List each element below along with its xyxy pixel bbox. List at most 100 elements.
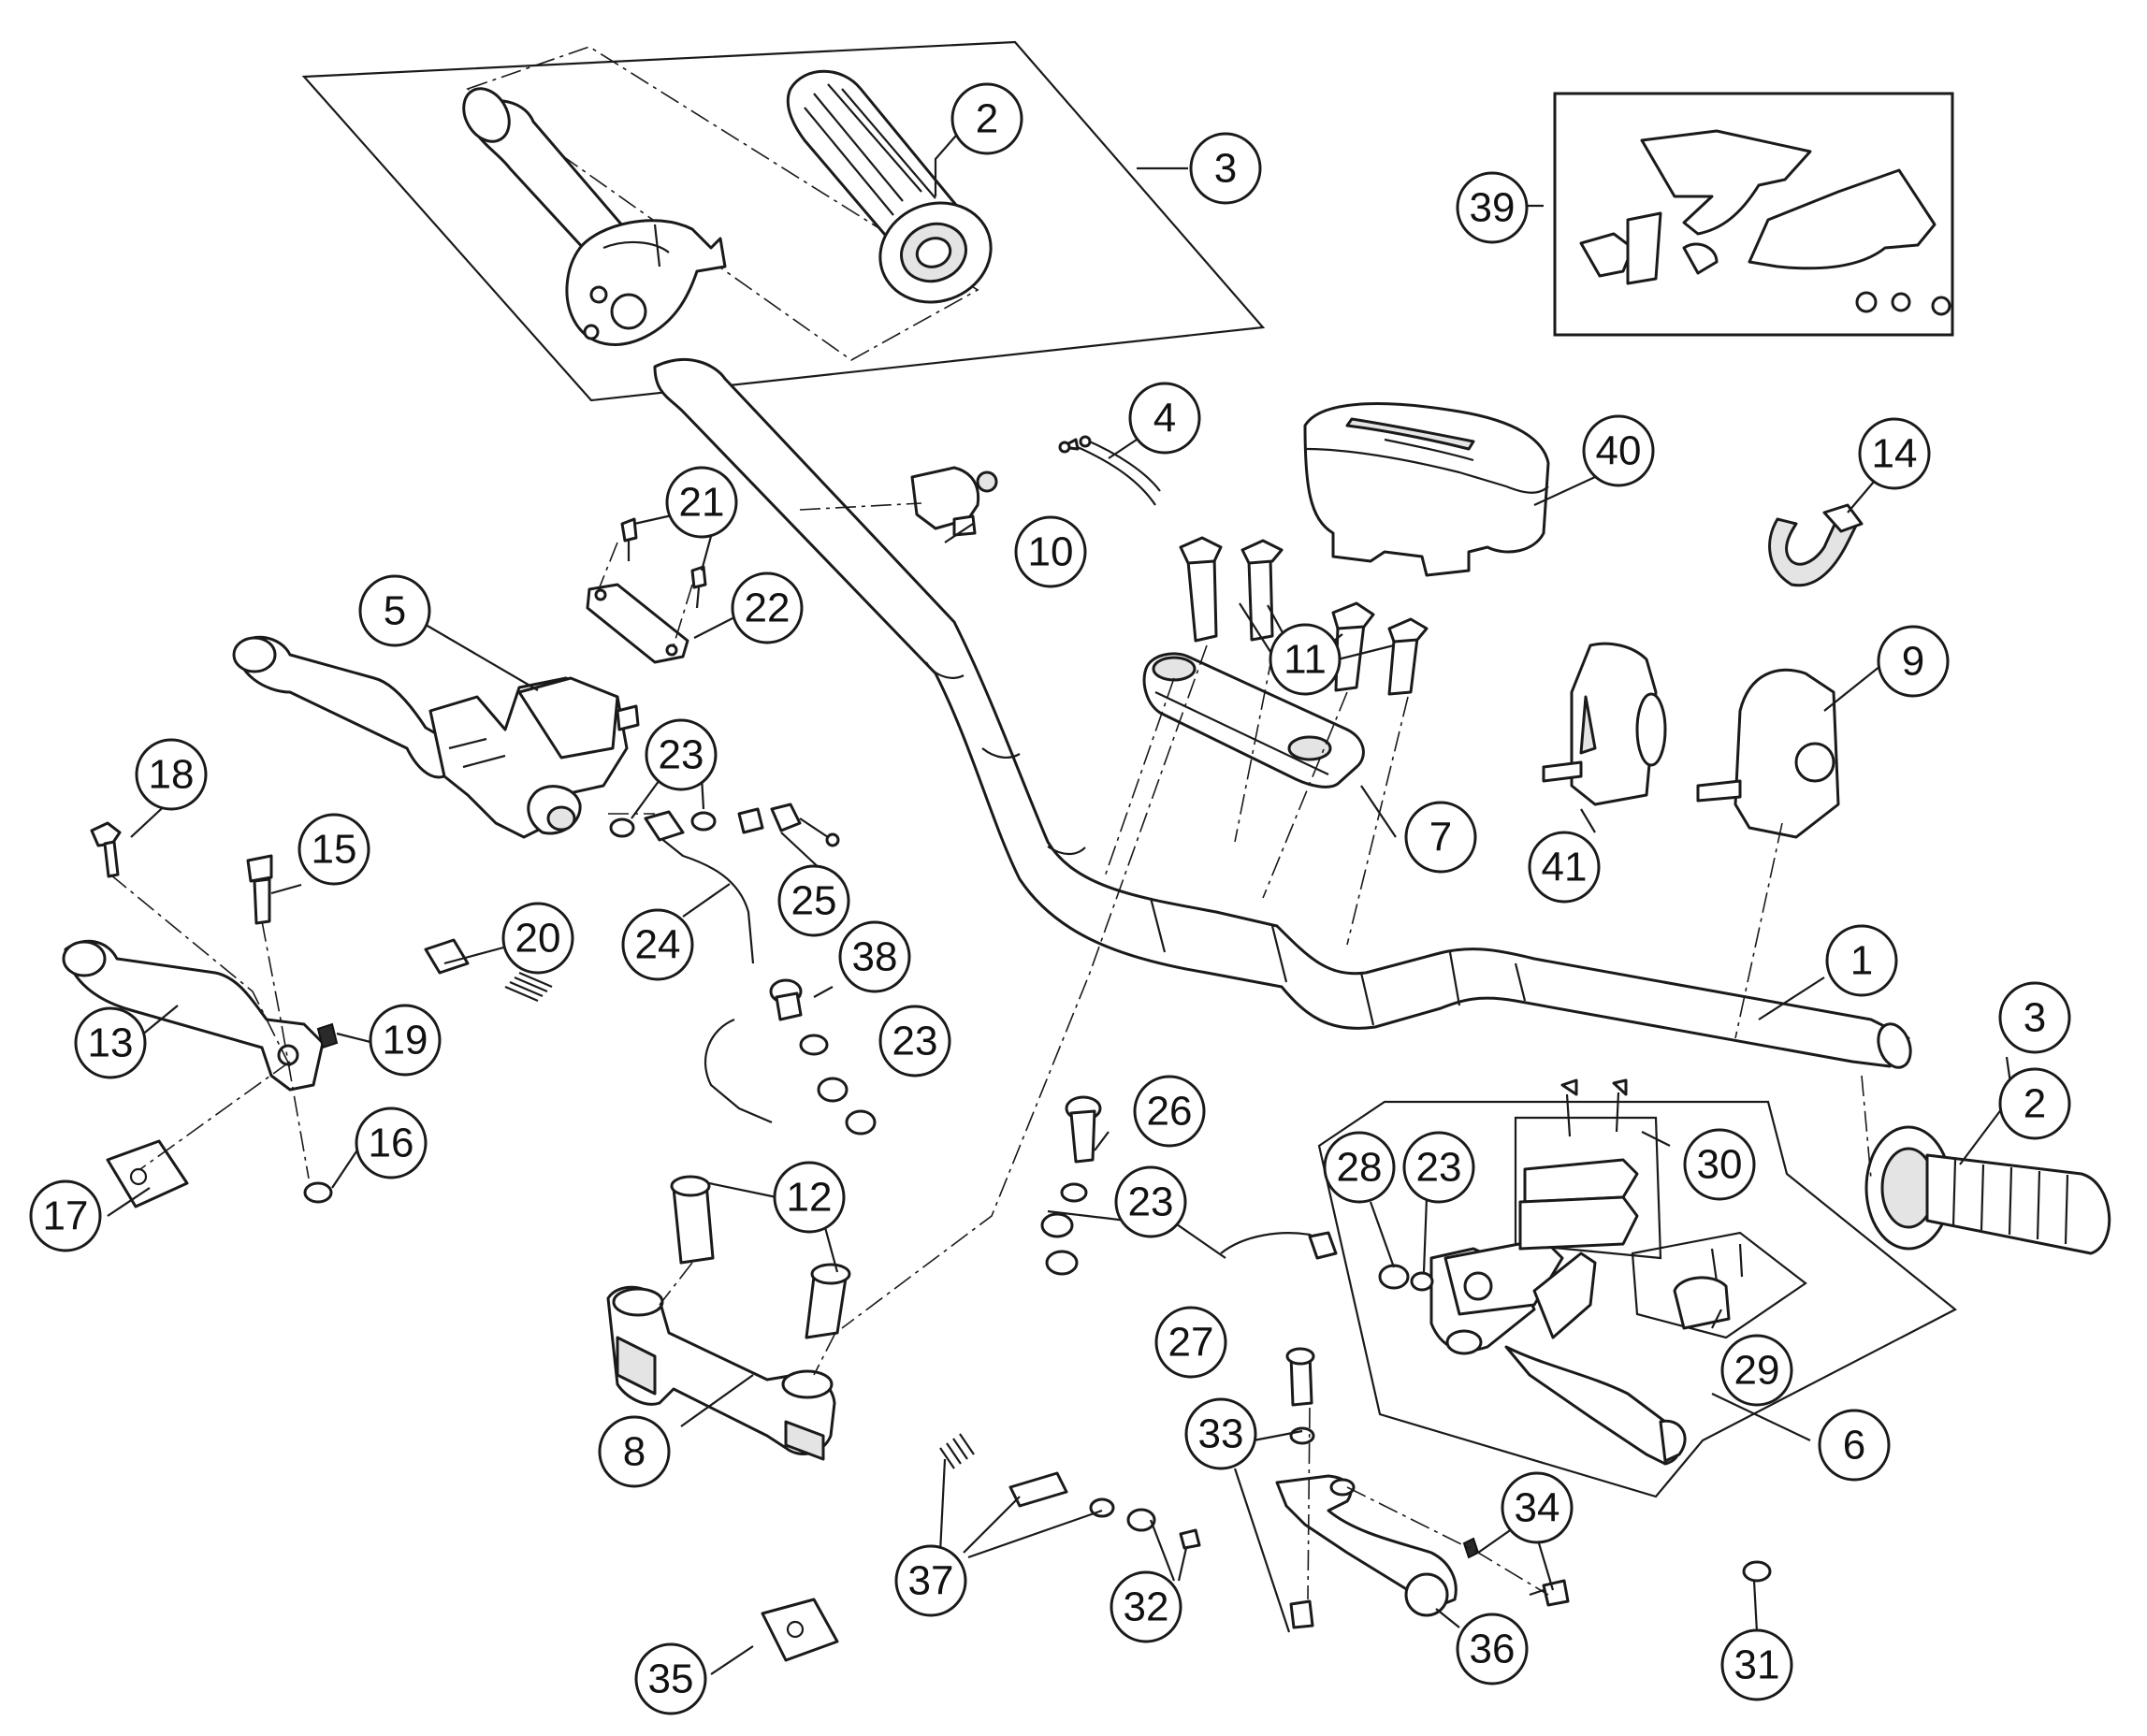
bleeder-25 <box>737 803 840 847</box>
reservoir-cap-30 <box>1518 1078 1639 1251</box>
callout-label: 29 <box>1734 1348 1780 1394</box>
callout-label: 16 <box>369 1121 414 1166</box>
callout-16: 16 <box>355 1107 428 1179</box>
callout-40: 40 <box>1582 414 1655 487</box>
nut-16 <box>303 1181 333 1204</box>
nut-31 <box>1742 1560 1772 1583</box>
callout-31: 31 <box>1720 1628 1793 1701</box>
callout-label: 7 <box>1429 815 1452 861</box>
clamp-29 <box>1673 1243 1744 1330</box>
callout-41: 41 <box>1528 831 1601 904</box>
callout-label: 8 <box>623 1429 646 1475</box>
callout-26: 26 <box>1133 1075 1206 1148</box>
callout-39: 39 <box>1456 171 1529 244</box>
callout-label: 2 <box>2024 1081 2046 1127</box>
switch-housing-left <box>1542 642 1667 806</box>
plug-32 <box>1126 1508 1201 1550</box>
callout-label: 40 <box>1596 428 1642 474</box>
leader-lines <box>107 121 2013 1675</box>
reservoir-cap-outline <box>1514 1116 1662 1260</box>
callout-3-right: 3 <box>1998 981 2071 1054</box>
lever-boot-35 <box>761 1598 839 1662</box>
callout-label: 1 <box>1850 938 1873 984</box>
callout-label: 38 <box>852 934 898 980</box>
callout-label: 2 <box>976 96 998 142</box>
grip-rubber-right <box>1864 1125 2111 1255</box>
lever-boot-17 <box>106 1139 189 1208</box>
callout-label: 6 <box>1843 1423 1865 1468</box>
callout-22: 22 <box>731 571 804 644</box>
callout-12: 12 <box>773 1161 846 1234</box>
callout-label: 33 <box>1198 1411 1244 1457</box>
callout-label: 28 <box>1337 1145 1383 1191</box>
throttle-grip <box>462 87 727 346</box>
callout-34: 34 <box>1501 1471 1574 1544</box>
banjo-26 <box>1040 1095 1102 1276</box>
callout-5: 5 <box>358 574 431 647</box>
callout-label: 27 <box>1168 1320 1214 1366</box>
pivot-33 <box>1285 1347 1315 1629</box>
pivot-bolt-18 <box>90 821 122 878</box>
callout-label: 22 <box>745 586 791 631</box>
brake-lever-36 <box>1275 1474 1458 1617</box>
callout-label: 9 <box>1902 639 1924 685</box>
cover-screws <box>620 517 707 609</box>
callout-23-hose: 23 <box>1114 1165 1187 1238</box>
spring-37 <box>939 1433 1115 1518</box>
callout-label: 15 <box>312 827 357 873</box>
callout-label: 3 <box>1214 146 1237 192</box>
callout-label: 21 <box>679 480 725 526</box>
handguard-kit <box>1579 129 1951 316</box>
callout-33: 33 <box>1184 1397 1257 1470</box>
callout-2-top: 2 <box>950 82 1023 155</box>
callout-9: 9 <box>1877 625 1950 698</box>
callout-label: 13 <box>88 1020 134 1066</box>
callout-label: 4 <box>1153 396 1176 441</box>
callout-1: 1 <box>1825 924 1898 997</box>
callout-label: 10 <box>1028 529 1074 575</box>
callout-label: 34 <box>1515 1485 1560 1531</box>
callout-label: 14 <box>1872 431 1918 477</box>
callout-label: 5 <box>384 588 406 634</box>
callout-13: 13 <box>74 1006 147 1079</box>
callout-36: 36 <box>1456 1613 1529 1685</box>
callout-3-top: 3 <box>1189 132 1262 205</box>
callout-37: 37 <box>894 1544 967 1617</box>
callout-24: 24 <box>621 908 694 981</box>
callout-25: 25 <box>777 864 850 937</box>
cable-strap <box>1768 503 1864 587</box>
callout-label: 17 <box>43 1194 89 1239</box>
callout-15: 15 <box>297 813 370 886</box>
clamp-set-outline <box>1631 1231 1807 1339</box>
upper-bar-clamp <box>1142 652 1365 788</box>
callout-4: 4 <box>1128 382 1201 455</box>
handlebar <box>653 357 1912 1069</box>
clutch-lever <box>62 939 325 1092</box>
callout-label: 3 <box>2024 995 2046 1041</box>
callout-28: 28 <box>1323 1131 1396 1204</box>
instrument-cover <box>1303 402 1550 577</box>
set-screw-19 <box>316 1022 339 1049</box>
hose-27 <box>1047 1209 1434 1292</box>
callout-29: 29 <box>1720 1334 1793 1407</box>
callout-14: 14 <box>1858 417 1931 490</box>
callout-label: 37 <box>908 1558 954 1604</box>
callout-label: 30 <box>1697 1142 1743 1188</box>
clamp-bolts-lower <box>670 1175 851 1339</box>
adjuster-bolt-15 <box>246 854 273 925</box>
banjo-fitting <box>609 810 717 842</box>
callout-17: 17 <box>29 1179 102 1252</box>
callout-label: 25 <box>791 878 837 924</box>
callout-label: 23 <box>1416 1145 1462 1191</box>
callout-label: 23 <box>659 732 704 778</box>
callout-label: 24 <box>635 922 681 968</box>
callout-10: 10 <box>1014 515 1087 588</box>
callout-label: 18 <box>149 752 195 798</box>
handguard-kit-frame <box>1553 92 1954 337</box>
callout-6: 6 <box>1818 1409 1891 1482</box>
callout-30: 30 <box>1683 1128 1756 1201</box>
callout-7: 7 <box>1404 801 1477 874</box>
lower-bar-clamp <box>606 1285 836 1461</box>
spring-20 <box>424 938 553 1003</box>
callout-label: 11 <box>1284 637 1327 683</box>
